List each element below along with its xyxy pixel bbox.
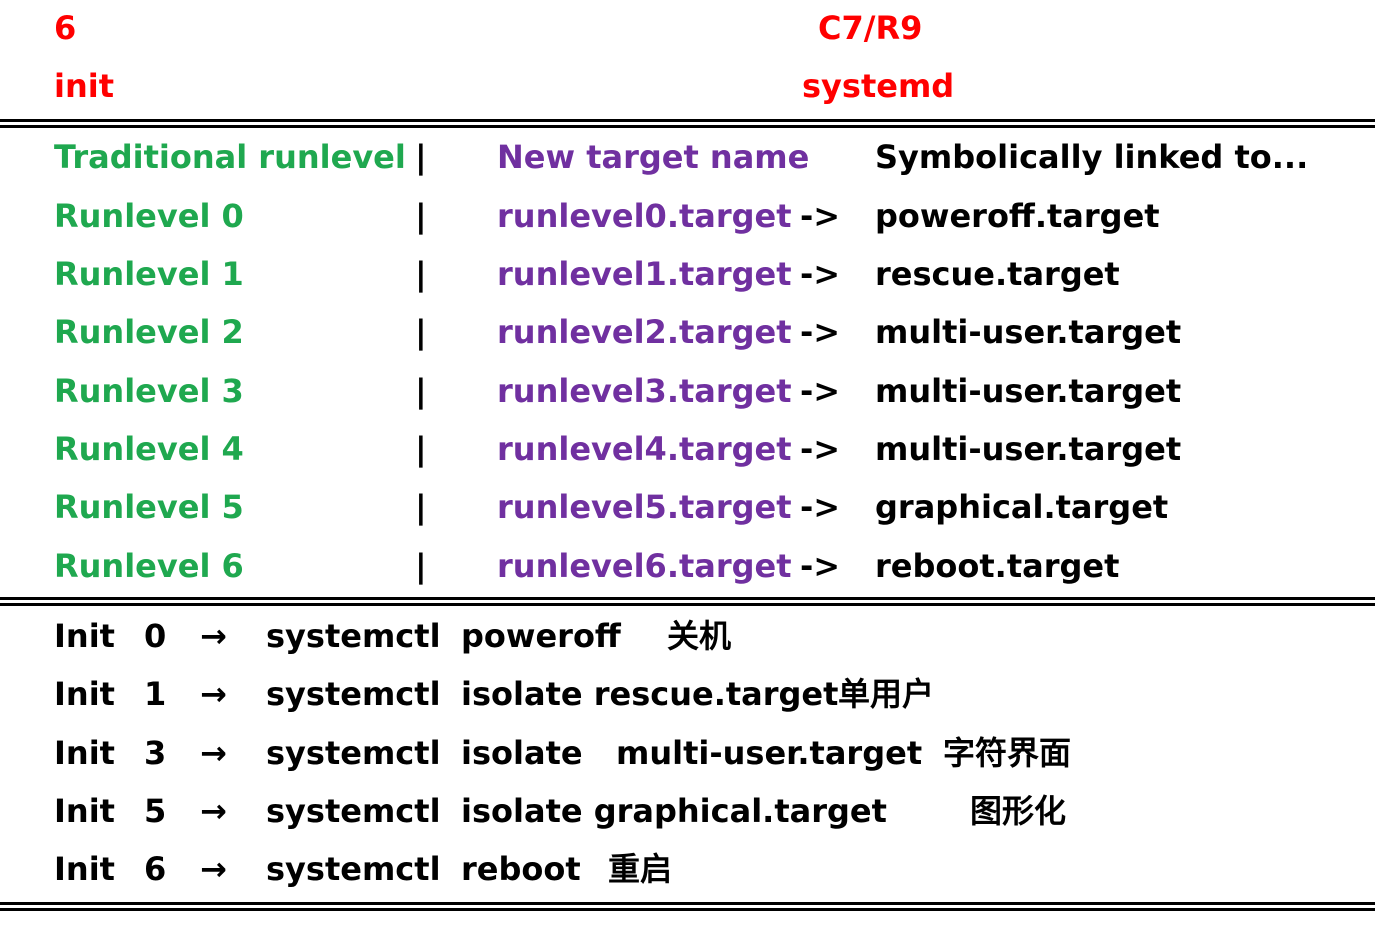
col-header-link: Symbolically linked to... bbox=[875, 138, 1309, 176]
init-keyword: Init bbox=[54, 675, 115, 713]
runlevel-label: Runlevel 0 bbox=[54, 197, 244, 235]
systemctl-command: systemctl bbox=[266, 850, 441, 888]
runlevel-label: Runlevel 6 bbox=[54, 547, 244, 585]
divider-middle bbox=[0, 597, 1375, 606]
row-separator: | bbox=[415, 547, 427, 585]
row-separator: | bbox=[415, 488, 427, 526]
command-note: 关机 bbox=[667, 617, 732, 655]
runlevel-label: Runlevel 3 bbox=[54, 372, 244, 410]
target-name: runlevel2.target bbox=[497, 313, 792, 351]
init-number: 6 bbox=[144, 850, 167, 888]
link-arrow: -> bbox=[800, 488, 841, 526]
link-arrow: -> bbox=[800, 547, 841, 585]
init-keyword: Init bbox=[54, 850, 115, 888]
systemd-label: systemd bbox=[802, 67, 955, 105]
link-arrow: -> bbox=[800, 255, 841, 293]
link-arrow: -> bbox=[800, 430, 841, 468]
linked-target: multi-user.target bbox=[875, 313, 1182, 351]
divider-top bbox=[0, 119, 1375, 128]
target-name: runlevel3.target bbox=[497, 372, 792, 410]
runlevel-label: Runlevel 4 bbox=[54, 430, 244, 468]
command-arrow: → bbox=[200, 850, 227, 888]
target-name: runlevel4.target bbox=[497, 430, 792, 468]
command-args: isolate multi-user.target bbox=[461, 734, 923, 772]
command-arrow: → bbox=[200, 792, 227, 830]
col-header-target: New target name bbox=[497, 138, 810, 176]
command-arrow: → bbox=[200, 675, 227, 713]
link-arrow: -> bbox=[800, 197, 841, 235]
linked-target: multi-user.target bbox=[875, 372, 1182, 410]
systemctl-command: systemctl bbox=[266, 734, 441, 772]
col-header-runlevel: Traditional runlevel bbox=[54, 138, 406, 176]
runlevel-label: Runlevel 5 bbox=[54, 488, 244, 526]
command-note: 重启 bbox=[608, 850, 673, 888]
target-name: runlevel5.target bbox=[497, 488, 792, 526]
row-separator: | bbox=[415, 372, 427, 410]
systemd-version: C7/R9 bbox=[818, 9, 923, 47]
command-arrow: → bbox=[200, 734, 227, 772]
command-args: reboot bbox=[461, 850, 581, 888]
command-args: isolate rescue.target bbox=[461, 675, 839, 713]
runlevel-label: Runlevel 1 bbox=[54, 255, 244, 293]
link-arrow: -> bbox=[800, 372, 841, 410]
col-header-separator: | bbox=[415, 138, 427, 176]
command-args: isolate graphical.target bbox=[461, 792, 887, 830]
row-separator: | bbox=[415, 255, 427, 293]
init-number: 5 bbox=[144, 792, 167, 830]
linked-target: reboot.target bbox=[875, 547, 1120, 585]
init-runlevel-count: 6 bbox=[54, 9, 77, 47]
linked-target: poweroff.target bbox=[875, 197, 1160, 235]
systemctl-command: systemctl bbox=[266, 792, 441, 830]
target-name: runlevel1.target bbox=[497, 255, 792, 293]
init-number: 1 bbox=[144, 675, 167, 713]
init-number: 3 bbox=[144, 734, 167, 772]
row-separator: | bbox=[415, 197, 427, 235]
command-args: poweroff bbox=[461, 617, 621, 655]
systemctl-command: systemctl bbox=[266, 675, 441, 713]
command-note: 单用户 bbox=[838, 675, 935, 713]
init-number: 0 bbox=[144, 617, 167, 655]
systemctl-command: systemctl bbox=[266, 617, 441, 655]
row-separator: | bbox=[415, 430, 427, 468]
init-keyword: Init bbox=[54, 617, 115, 655]
runlevel-label: Runlevel 2 bbox=[54, 313, 244, 351]
init-keyword: Init bbox=[54, 792, 115, 830]
init-label: init bbox=[54, 67, 115, 105]
linked-target: rescue.target bbox=[875, 255, 1120, 293]
command-note: 图形化 bbox=[970, 792, 1067, 830]
target-name: runlevel6.target bbox=[497, 547, 792, 585]
divider-bottom bbox=[0, 902, 1375, 911]
command-arrow: → bbox=[200, 617, 227, 655]
row-separator: | bbox=[415, 313, 427, 351]
init-keyword: Init bbox=[54, 734, 115, 772]
link-arrow: -> bbox=[800, 313, 841, 351]
linked-target: graphical.target bbox=[875, 488, 1169, 526]
target-name: runlevel0.target bbox=[497, 197, 792, 235]
linked-target: multi-user.target bbox=[875, 430, 1182, 468]
command-note: 字符界面 bbox=[943, 734, 1072, 772]
